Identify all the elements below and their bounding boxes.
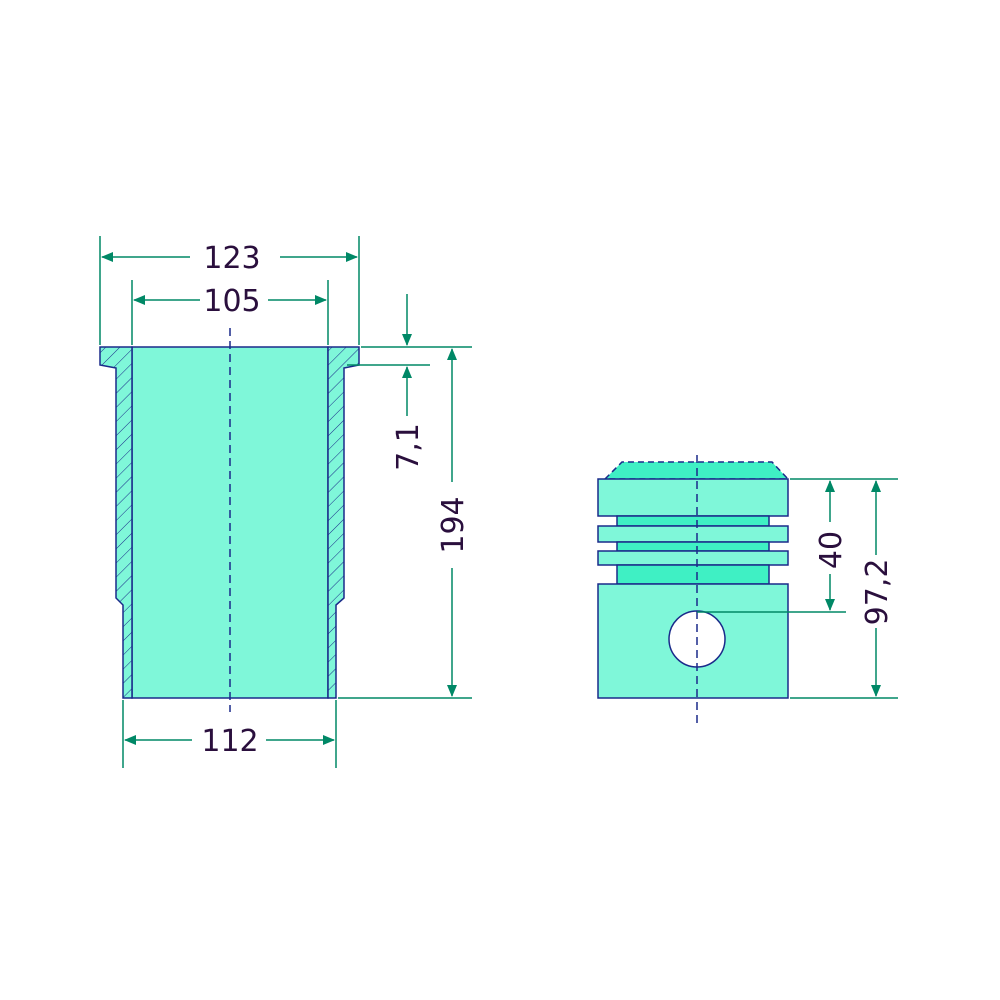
label-compression-height: 40	[814, 531, 849, 569]
piston-ring-groove-1	[616, 515, 770, 527]
liner-left-wall	[99, 346, 133, 699]
label-bore: 105	[203, 284, 260, 319]
liner-dimensions	[99, 236, 472, 768]
piston-ring-groove-2	[616, 541, 770, 552]
piston-ring-land-2	[597, 550, 789, 566]
piston-ring-groove-3	[616, 564, 770, 585]
label-flange-width: 123	[203, 241, 260, 276]
label-bottom-width: 112	[201, 724, 258, 759]
liner-bore	[131, 346, 329, 699]
cylinder-liner	[99, 328, 360, 712]
piston	[597, 455, 790, 725]
piston-ring-land-1	[597, 525, 789, 543]
label-height: 194	[436, 496, 471, 553]
label-flange-height: 7,1	[391, 423, 426, 471]
piston-top-land	[597, 478, 789, 517]
piston-dimensions	[697, 478, 898, 699]
liner-right-wall	[327, 346, 360, 699]
label-total-height: 97,2	[860, 559, 895, 626]
